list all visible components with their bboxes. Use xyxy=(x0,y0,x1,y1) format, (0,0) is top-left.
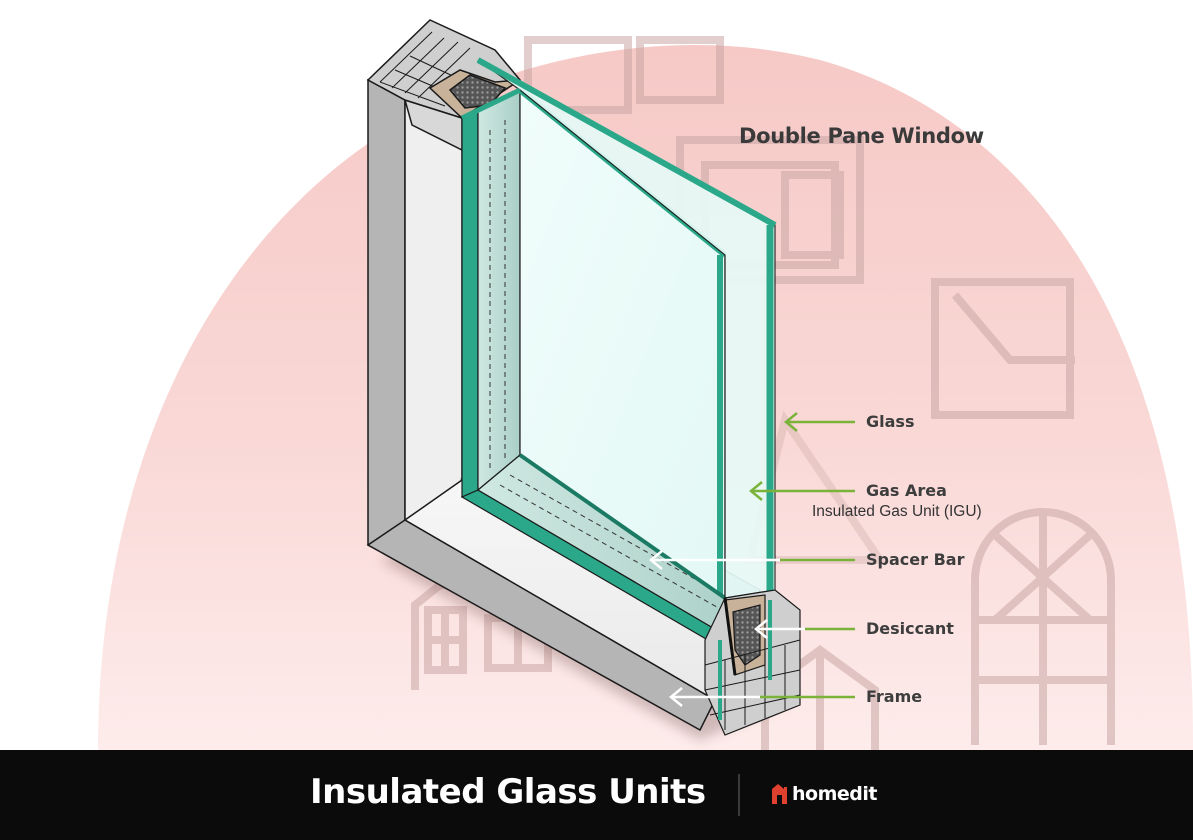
diagram-title: Double Pane Window xyxy=(739,124,984,148)
label-gas-area-subtext: Insulated Gas Unit (IGU) xyxy=(812,503,982,520)
label-spacer-bar: Spacer Bar xyxy=(866,550,965,569)
diagram-stage: Double Pane Window Glass Gas Area Insula… xyxy=(98,19,1193,750)
label-desiccant: Desiccant xyxy=(866,619,954,638)
footer-title: Insulated Glass Units xyxy=(310,772,706,812)
label-gas-area: Gas Area xyxy=(866,481,947,500)
label-frame: Frame xyxy=(866,687,923,706)
label-glass: Glass xyxy=(866,412,915,431)
footer-divider xyxy=(738,774,740,816)
window-cross-section xyxy=(366,19,855,740)
footer-bar xyxy=(0,750,1193,840)
brand-name: homedit xyxy=(792,783,877,805)
brand-logo: homedit xyxy=(770,783,877,805)
house-icon xyxy=(772,784,787,804)
